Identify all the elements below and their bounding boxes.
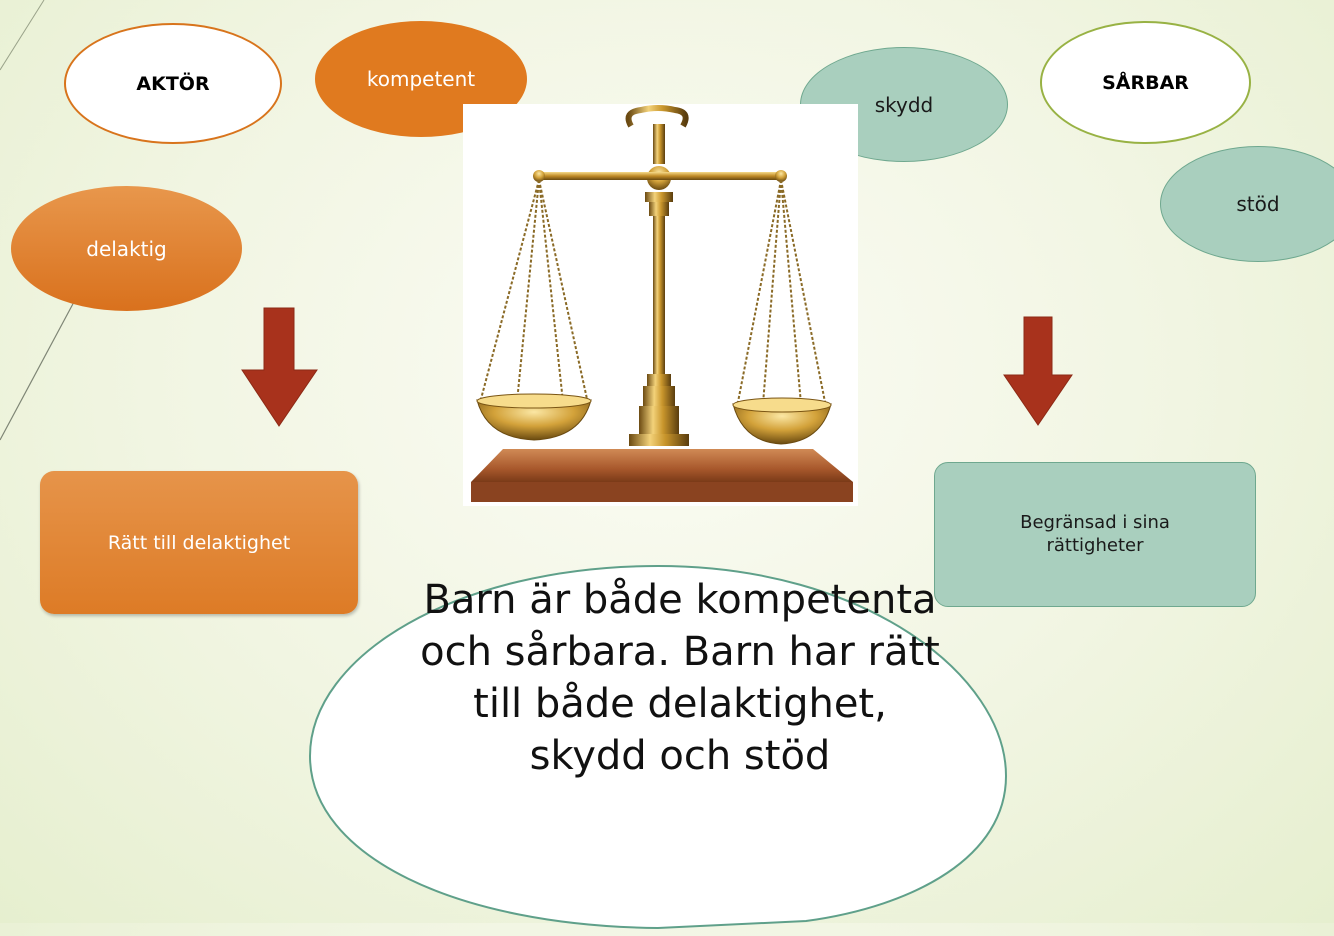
- skydd-label: skydd: [874, 92, 934, 117]
- arrow-down-icon-right: [1003, 316, 1073, 426]
- ratt-till-delaktighet-box: Rätt till delaktighet: [40, 471, 358, 614]
- kompetent-label: kompetent: [366, 67, 476, 91]
- callout-text: Barn är både kompetenta och sårbara. Bar…: [420, 577, 940, 779]
- ratt-till-delaktighet-label: Rätt till delaktighet: [107, 531, 291, 554]
- stod-bubble: stöd: [1160, 146, 1334, 262]
- kompetent-bubble: kompetent: [315, 21, 527, 137]
- stod-label: stöd: [1236, 192, 1280, 216]
- sarbar-bubble: SÅRBAR: [1040, 21, 1251, 144]
- aktor-label: AKTÖR: [136, 72, 210, 95]
- begransad-label: Begränsad i sina rättigheter: [1020, 512, 1170, 556]
- aktor-bubble: AKTÖR: [64, 23, 282, 144]
- delaktig-label: delaktig: [86, 236, 167, 261]
- balance-scale-icon: [463, 104, 858, 506]
- begransad-box: Begränsad i sina rättigheter: [934, 462, 1256, 607]
- arrow-down-icon-left: [241, 307, 318, 427]
- sarbar-label: SÅRBAR: [1102, 71, 1189, 94]
- delaktig-bubble: delaktig: [11, 186, 242, 311]
